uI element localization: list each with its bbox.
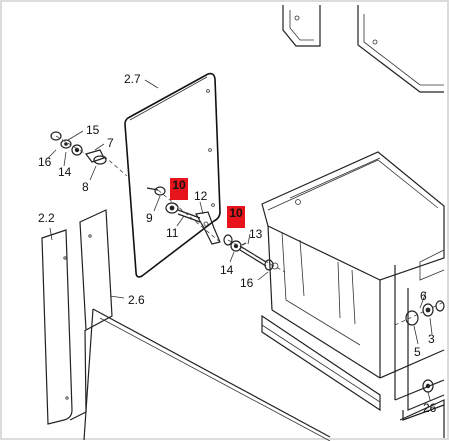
machine-body	[261, 151, 445, 438]
callout-6: 6	[420, 289, 427, 303]
upper-housing	[282, 5, 444, 93]
callout-2-2: 2.2	[38, 211, 55, 225]
callout-7: 7	[107, 136, 114, 150]
callout-5: 5	[414, 345, 421, 359]
callout-2-6: 2.6	[128, 293, 145, 307]
callout-3: 3	[428, 332, 435, 346]
hinge-hardware-right	[223, 234, 286, 273]
callout-26: 26	[423, 401, 437, 415]
callout-14: 14	[58, 165, 72, 179]
highlight-callout-10: 10	[227, 206, 245, 228]
callout-9: 9	[146, 211, 153, 225]
panel-2-6	[79, 209, 113, 331]
side-panel-2-2	[41, 229, 73, 425]
callout-14: 14	[220, 263, 234, 277]
bottom-pane	[92, 308, 331, 438]
callout-13: 13	[249, 227, 263, 241]
callout-2-7: 2.7	[124, 72, 141, 86]
callout-11: 11	[166, 226, 179, 240]
callout-16: 16	[38, 155, 52, 169]
callout-16: 16	[240, 276, 254, 290]
highlight-callout-10: 10	[170, 178, 188, 200]
glass-pane-2-7	[124, 72, 221, 278]
callout-12: 12	[194, 189, 208, 203]
side-hardware	[394, 300, 445, 393]
hinge-hardware-left	[50, 131, 128, 177]
callout-8: 8	[82, 180, 89, 194]
leader-lines	[47, 79, 433, 401]
hinge-hardware-center	[146, 186, 221, 245]
callout-15: 15	[86, 123, 100, 137]
